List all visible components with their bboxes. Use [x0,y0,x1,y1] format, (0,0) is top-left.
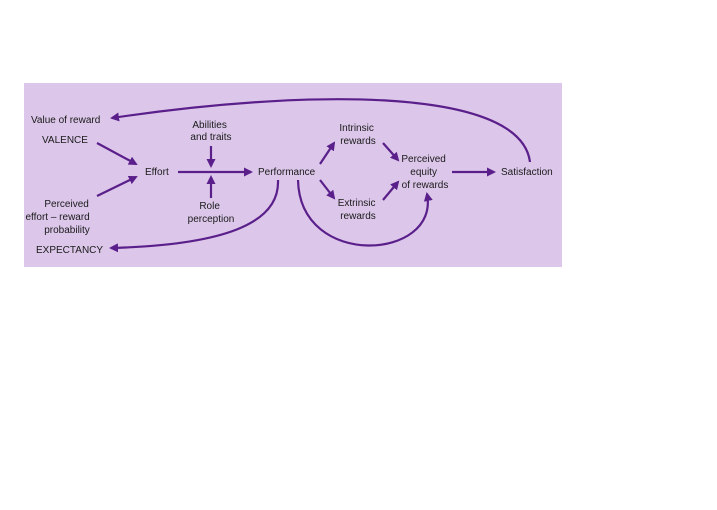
label-equity: Perceived equity of rewards [401,154,448,191]
label-extrinsic: Extrinsic rewards [338,198,379,222]
arrow-performance-to-expectancy [109,179,280,253]
arrow-performance-to-extrinsic [319,179,336,200]
label-effort: Effort [145,167,169,178]
arrow-valence-to-effort [96,142,138,165]
label-valence: VALENCE [42,135,88,146]
label-performance: Performance [258,167,316,178]
label-role-perception: Role perception [188,201,235,225]
label-abilities: Abilities and traits [190,120,231,143]
arrow-satisfaction-to-value [110,98,532,163]
arrow-intrinsic-to-equity [382,142,400,162]
arrow-extrinsic-to-equity [382,180,400,201]
label-value-of-reward: Value of reward [31,115,100,126]
label-satisfaction: Satisfaction [501,167,553,178]
arrow-perceived-effort-to-effort [96,176,138,197]
arrow-performance-to-intrinsic [319,141,336,165]
label-intrinsic: Intrinsic rewards [339,123,376,147]
label-expectancy: EXPECTANCY [36,245,103,256]
arrow-performance-to-equity-loop [296,179,433,247]
label-perceived-effort: Perceived effort – reward probability [25,199,92,236]
